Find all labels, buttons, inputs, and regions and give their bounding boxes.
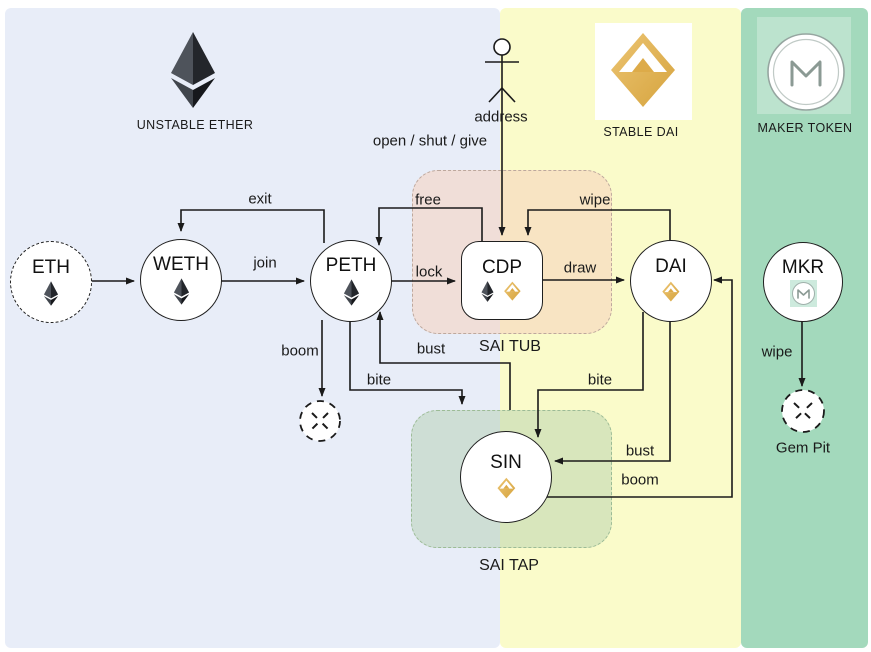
node-mkr: MKR <box>763 242 843 322</box>
ethereum-logo-icon <box>168 28 218 112</box>
maker-icon <box>789 279 817 307</box>
eth-icon <box>172 277 191 306</box>
node-weth: WETH <box>140 239 222 321</box>
node-dai-label: DAI <box>655 256 687 277</box>
node-eth: ETH <box>10 241 92 323</box>
eth-icon <box>342 278 361 307</box>
edge-label-draw: draw <box>563 259 597 277</box>
node-cdp-label: CDP <box>481 256 523 278</box>
edge-label-bust-sin: bust <box>625 442 655 460</box>
lane-header-stable-dai: STABLE DAI <box>603 125 679 139</box>
node-mkr-label: MKR <box>781 256 825 278</box>
group-label-sai-tub: SAI TUB <box>479 338 541 355</box>
lane-header-maker-token: MAKER TOKEN <box>757 121 853 135</box>
edge-label-wipe-dai-cdp: wipe <box>579 191 611 209</box>
dai-logo-icon <box>595 23 692 120</box>
edge-label-boom-peth: boom <box>281 342 319 360</box>
edge-label-join: join <box>253 254 277 272</box>
edge-label-free: free <box>415 191 441 209</box>
node-sin: SIN <box>460 431 552 523</box>
edge-label-bite-dai: bite <box>587 371 613 389</box>
dai-icon <box>493 475 520 502</box>
lane-maker-token <box>741 8 868 648</box>
maker-logo-icon <box>767 33 845 111</box>
edge-label-address: address <box>474 108 528 126</box>
node-peth: PETH <box>310 240 392 322</box>
lane-header-unstable-ether: UNSTABLE ETHER <box>136 118 254 132</box>
node-cdp: CDP <box>461 241 543 320</box>
edge-label-bust-peth: bust <box>416 340 446 358</box>
node-peth-label: PETH <box>325 254 377 276</box>
edge-label-open-shut-give: open / shut / give <box>372 132 488 150</box>
dai-icon <box>500 279 525 304</box>
eth-icon <box>480 280 495 303</box>
node-sin-label: SIN <box>490 451 522 473</box>
edge-label-boom-sin: boom <box>621 471 659 489</box>
node-dai: DAI <box>630 240 712 322</box>
eth-icon <box>42 280 60 307</box>
node-weth-label: WETH <box>153 253 209 275</box>
node-eth-label: ETH <box>32 256 70 278</box>
node-gem-pit-label: Gem Pit <box>775 439 831 457</box>
group-label-sai-tap: SAI TAP <box>479 557 539 574</box>
edge-label-wipe-mkr: wipe <box>761 343 793 361</box>
edge-label-exit: exit <box>248 190 272 208</box>
dai-icon <box>658 279 684 305</box>
edge-label-bite-peth: bite <box>366 371 392 389</box>
edge-label-lock: lock <box>415 263 443 281</box>
